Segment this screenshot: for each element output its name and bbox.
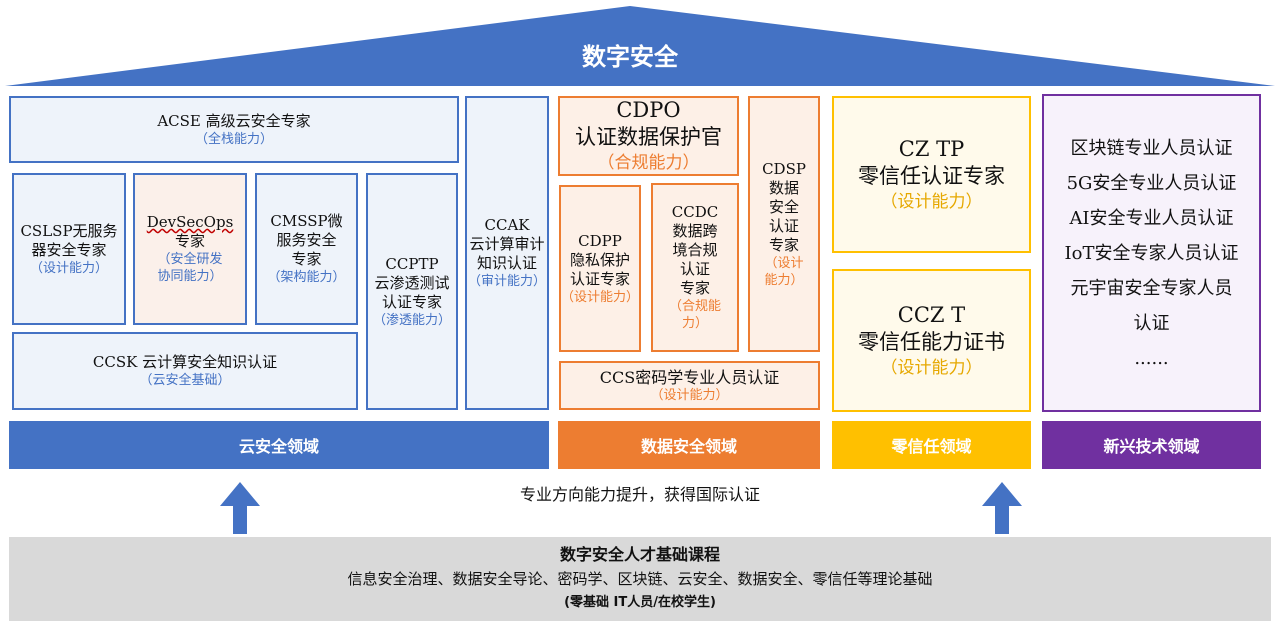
ccptp-line-2: 云渗透测试 — [374, 273, 450, 292]
emerging-item-1: 区块链专业人员认证 — [1070, 137, 1233, 159]
foundation-title: 数字安全人才基础课程 — [559, 545, 720, 564]
ccsk-sub: （云安全基础） — [139, 373, 231, 388]
devsecops-sub-2: 协同能力） — [157, 269, 223, 284]
cztp-sub: （设计能力） — [880, 191, 983, 212]
cmssp-box: CMSSP微 服务安全 专家 （架构能力） — [255, 173, 358, 325]
devsecops-line-2: 专家 — [174, 232, 205, 250]
emerging-item-2: 5G安全专业人员认证 — [1066, 172, 1237, 194]
cdpo-line-1: CDPO — [616, 98, 681, 122]
cdpp-line-2: 隐私保护 — [569, 250, 630, 269]
cdsp-line-4: 认证 — [768, 216, 799, 235]
cztp-line-2: 零信任认证专家 — [858, 163, 1005, 188]
zero-trust-domain-band: 零信任领域 — [832, 421, 1031, 469]
devsecops-box: DevSecOps 专家 （安全研发 协同能力） — [133, 173, 247, 325]
cdsp-line-1: CDSP — [762, 159, 806, 178]
cdsp-line-3: 安全 — [768, 197, 799, 216]
cdpp-sub: （设计能力） — [561, 289, 640, 305]
emerging-box: 区块链专业人员认证 5G安全专业人员认证 AI安全专业人员认证 IoT安全专家人… — [1042, 94, 1261, 412]
cslsp-line-2: 器安全专家 — [31, 240, 107, 259]
cslsp-sub: （设计能力） — [29, 260, 108, 276]
roof-triangle — [5, 6, 1275, 86]
cdsp-line-5: 专家 — [768, 235, 799, 254]
ccs-box: CCS密码学专业人员认证 （设计能力） — [559, 361, 820, 410]
cdpo-box: CDPO 认证数据保护官 （合规能力） — [558, 96, 739, 176]
ccsk-box: CCSK 云计算安全知识认证 （云安全基础） — [12, 332, 358, 410]
ccak-line-1: CCAK — [484, 216, 530, 234]
cczt-line-1: CCZ T — [897, 302, 966, 327]
ccs-title: CCS密码学专业人员认证 — [599, 367, 780, 387]
foundation-topics: 信息安全治理、数据安全导论、密码学、区块链、云安全、数据安全、零信任等理论基础 — [347, 570, 933, 588]
ccdc-sub-2: 力） — [681, 316, 708, 331]
ccptp-sub: （渗透能力） — [372, 312, 451, 328]
cztp-box: CZ TP 零信任认证专家 （设计能力） — [832, 96, 1031, 253]
ccdc-line-4: 认证 — [679, 260, 710, 278]
ccptp-line-3: 认证专家 — [381, 292, 442, 311]
emerging-item-6: 认证 — [1133, 312, 1170, 334]
cczt-box: CCZ T 零信任能力证书 （设计能力） — [832, 269, 1031, 412]
ccdc-sub-1: （合规能 — [668, 299, 721, 314]
cdsp-box: CDSP 数据 安全 认证 专家 （设计 能力） — [748, 96, 820, 352]
ccdc-line-3: 境合规 — [672, 241, 718, 259]
ccak-line-2: 云计算审计 — [469, 235, 545, 253]
ccptp-box: CCPTP 云渗透测试 认证专家 （渗透能力） — [366, 173, 458, 410]
devsecops-sub-1: （安全研发 — [157, 252, 223, 267]
cmssp-sub: （架构能力） — [267, 270, 346, 285]
up-arrow-right-icon — [982, 482, 1022, 534]
cmssp-line-2: 服务安全 — [276, 231, 337, 249]
ccdc-box: CCDC 数据跨 境合规 认证 专家 （合规能 力） — [651, 183, 739, 352]
cztp-line-1: CZ TP — [898, 136, 965, 161]
acse-sub: （全栈能力） — [194, 131, 273, 147]
emerging-domain-band: 新兴技术领域 — [1042, 421, 1261, 469]
ccak-box: CCAK 云计算审计 知识认证 （审计能力） — [465, 96, 549, 410]
emerging-item-4: IoT安全专家人员认证 — [1064, 242, 1239, 264]
cdpp-line-1: CDPP — [578, 231, 622, 250]
cslsp-box: CSLSP无服务 器安全专家 （设计能力） — [12, 173, 126, 325]
emerging-item-7: ...... — [1134, 347, 1169, 369]
cslsp-line-1: CSLSP无服务 — [20, 221, 118, 240]
cczt-sub: （设计能力） — [880, 357, 983, 378]
ccsk-title: CCSK 云计算安全知识认证 — [92, 353, 278, 371]
middle-caption: 专业方向能力提升，获得国际认证 — [519, 485, 760, 504]
cdsp-sub-2: 能力） — [764, 272, 804, 288]
cloud-domain-band: 云安全领域 — [9, 421, 549, 469]
cdsp-line-2: 数据 — [768, 178, 799, 197]
acse-title: ACSE 高级云安全专家 — [157, 111, 311, 130]
devsecops-line-1: DevSecOps — [146, 213, 234, 231]
cczt-line-2: 零信任能力证书 — [858, 329, 1005, 354]
ccdc-line-1: CCDC — [671, 203, 719, 221]
ccptp-line-1: CCPTP — [385, 254, 439, 273]
cdsp-sub-1: （设计 — [764, 255, 804, 271]
data-domain-band: 数据安全领域 — [558, 421, 820, 469]
emerging-item-3: AI安全专业人员认证 — [1069, 207, 1234, 229]
foundation-bar: 数字安全人才基础课程 信息安全治理、数据安全导论、密码学、区块链、云安全、数据安… — [9, 537, 1271, 621]
ccdc-line-5: 专家 — [679, 279, 710, 297]
ccs-sub: （设计能力） — [650, 387, 729, 403]
acse-box: ACSE 高级云安全专家 （全栈能力） — [9, 96, 459, 163]
cdpp-box: CDPP 隐私保护 认证专家 （设计能力） — [559, 185, 641, 352]
cmssp-line-3: 专家 — [291, 250, 322, 268]
emerging-item-5: 元宇宙安全专家人员 — [1070, 277, 1233, 299]
up-arrow-left-icon — [220, 482, 260, 534]
ccak-line-3: 知识认证 — [476, 254, 537, 272]
cdpo-sub: （合规能力） — [597, 153, 700, 173]
cmssp-line-1: CMSSP微 — [270, 212, 343, 230]
roof-title: 数字安全 — [582, 42, 678, 71]
foundation-audience: (零基础 IT人员/在校学生) — [564, 595, 716, 610]
ccdc-line-2: 数据跨 — [672, 222, 718, 240]
ccak-sub: （审计能力） — [467, 274, 546, 289]
cdpp-line-3: 认证专家 — [569, 269, 630, 288]
cdpo-line-2: 认证数据保护官 — [575, 125, 722, 149]
